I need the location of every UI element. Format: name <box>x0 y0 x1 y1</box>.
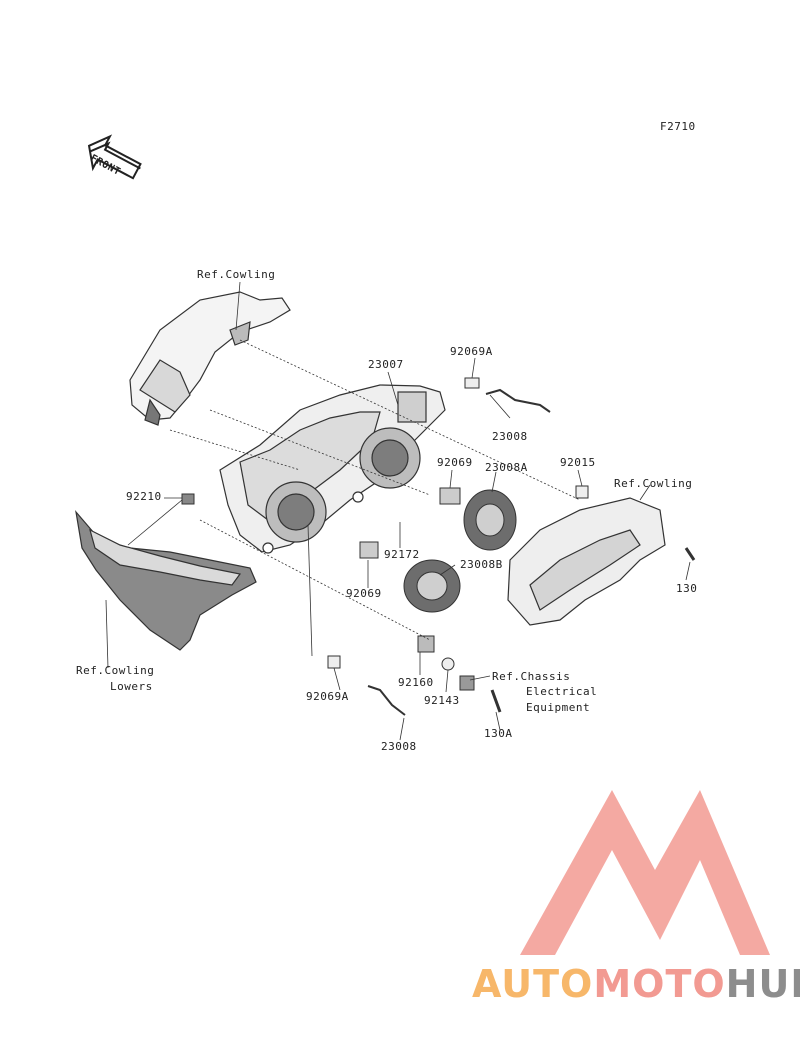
ref-chassis-label-1: Ref.Chassis <box>492 670 571 683</box>
ref-cowling-top-label: Ref.Cowling <box>197 268 276 281</box>
wordmark-auto: AUTO <box>472 962 594 1006</box>
part-92210-label: 92210 <box>126 490 162 503</box>
part-92069a-top-label: 92069A <box>450 345 493 358</box>
part-92143-label: 92143 <box>424 694 460 707</box>
part-92069-left-label: 92069 <box>346 587 382 600</box>
lower-cowling-part <box>75 509 257 651</box>
figure-code: F2710 <box>660 120 696 133</box>
ref-chassis-label-2: Electrical <box>526 685 598 698</box>
part-130a-label: 130A <box>484 727 513 740</box>
leader-lines <box>105 281 691 741</box>
headlight-housing-part <box>219 384 446 554</box>
part-92015-label: 92015 <box>560 456 596 469</box>
automotohub-logo-icon <box>520 790 770 955</box>
part-92069a-bottom-label: 92069A <box>306 690 349 703</box>
part-23008-top-label: 23008 <box>492 430 528 443</box>
upper-cowling-part <box>129 291 291 426</box>
part-92172-label: 92172 <box>384 548 420 561</box>
ref-chassis-label-3: Equipment <box>526 701 591 714</box>
part-92160-label: 92160 <box>398 676 434 689</box>
part-130-label: 130 <box>676 582 698 595</box>
wordmark-moto: MOTO <box>593 962 726 1006</box>
part-23008b-label: 23008B <box>460 558 503 571</box>
bulb-sockets <box>181 377 696 716</box>
part-23007-label: 23007 <box>368 358 404 371</box>
ref-cowling-lowers-label-2: Lowers <box>110 680 153 693</box>
part-23008-bottom-label: 23008 <box>381 740 417 753</box>
front-arrow-icon <box>87 134 142 180</box>
part-92069-right-label: 92069 <box>437 456 473 469</box>
part-23008a-label: 23008A <box>485 461 528 474</box>
right-cowling-part <box>507 497 666 626</box>
ref-cowling-lowers-label-1: Ref.Cowling <box>76 664 155 677</box>
wordmark-hub: HUB <box>725 962 800 1006</box>
automotohub-wordmark: AUTOMOTOHUB <box>472 962 800 1006</box>
ref-cowling-right-label: Ref.Cowling <box>614 477 693 490</box>
